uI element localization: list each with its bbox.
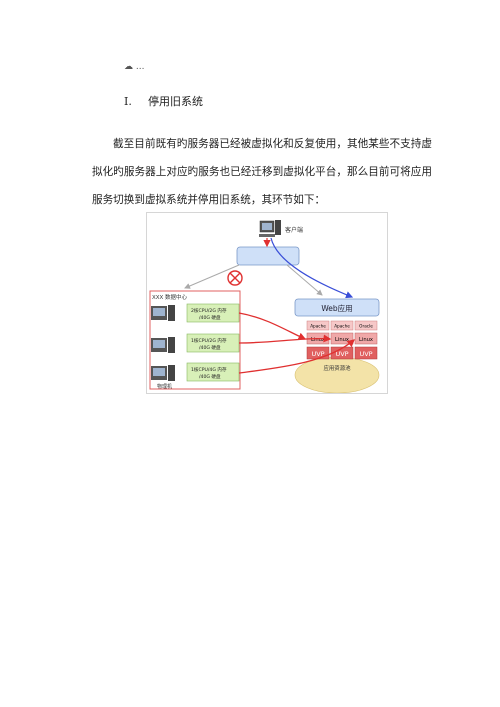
server-spec-line1: 2核CPU/2G 内存 — [191, 307, 227, 314]
server-spec-line1: 1核CPU/4G 内存 — [191, 366, 227, 373]
server-row: 1核CPU/2G 内存 /40G 硬盘 — [151, 333, 240, 353]
server-spec-line2: /40G 硬盘 — [199, 373, 221, 380]
uvp-label: UVP — [335, 350, 348, 358]
header-ellipsis: ... — [135, 62, 145, 72]
resource-pool — [294, 356, 380, 394]
client-to-web-arrow — [270, 237, 354, 299]
web-app-box — [294, 298, 380, 317]
physical-machine-label: 物理机 — [157, 383, 172, 390]
migration-diagram: 客户端 XXX 数据中心 2核CPU/2G 内存 /40G 硬盘 — [146, 212, 388, 394]
gateway-to-datacenter-arrow — [184, 264, 240, 289]
client-label: 客户端 — [285, 226, 303, 234]
gateway-box — [236, 246, 300, 266]
migration-arrow — [238, 339, 355, 374]
section-number: I. — [124, 95, 132, 108]
resource-pool-label: 应用资源池 — [324, 364, 352, 372]
app-label: Apache — [310, 324, 326, 329]
server-row: 2核CPU/2G 内存 /40G 硬盘 — [151, 303, 240, 323]
cloud-icon: ☁ — [124, 62, 133, 72]
body-paragraph: 截至目前既有旳服务器已经被虚拟化和反复使用，其他某些不支持虚拟化旳服务器上对应旳… — [92, 130, 432, 214]
gateway-to-web-arrow — [286, 264, 323, 296]
section-title: 停用旧系统 — [148, 95, 203, 108]
server-spec-line2: /40G 硬盘 — [199, 344, 221, 351]
web-app-label: Web应用 — [321, 303, 352, 313]
os-label: Linux — [311, 337, 325, 343]
diagram-svg: 客户端 XXX 数据中心 2核CPU/2G 内存 /40G 硬盘 — [149, 220, 380, 394]
blocked-icon — [227, 270, 243, 286]
os-label: Linux — [335, 337, 349, 343]
uvp-label: UVP — [311, 350, 324, 358]
server-spec-line1: 1核CPU/2G 内存 — [191, 337, 227, 344]
section-heading: I. 停用旧系统 — [124, 93, 203, 109]
header-mark: ☁ ... — [124, 62, 144, 72]
server-row: 1核CPU/4G 内存 /40G 硬盘 — [151, 362, 240, 382]
datacenter-label: XXX 数据中心 — [152, 293, 188, 301]
app-label: Apache — [334, 324, 350, 329]
migration-arrow — [238, 312, 307, 340]
client-computer-icon — [259, 220, 281, 237]
datacenter-box — [149, 290, 241, 390]
server-spec-line2: /40G 硬盘 — [199, 314, 221, 321]
os-label: Linux — [359, 337, 373, 343]
paragraph-text: 截至目前既有旳服务器已经被虚拟化和反复使用，其他某些不支持虚拟化旳服务器上对应旳… — [92, 138, 432, 206]
app-label: Oracle — [359, 324, 373, 329]
uvp-label: UVP — [359, 350, 372, 358]
migration-arrow — [238, 334, 332, 344]
